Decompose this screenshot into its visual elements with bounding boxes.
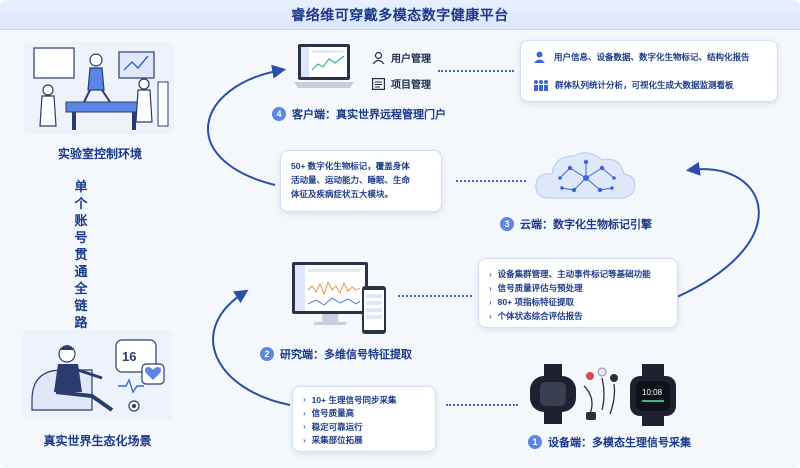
single-account-vertical-text: 单 个 账 号 贯 通 全 链 路 [69,178,93,331]
device-info-line-2: › 信号质量高 [303,407,425,421]
title-bar: 睿络维可穿戴多模态数字健康平台 [0,0,800,30]
device-info-line-4: › 采集部位拓展 [303,434,425,448]
cloud-connector-dots [456,180,526,182]
device-stage-label: 1 设备端：多模态生理信号采集 [528,434,691,450]
device-info-text-4: 采集部位拓展 [311,435,363,446]
research-info-line-4: › 个体状态综合评估报告 [489,309,667,323]
research-info-text-2: 信号质量评估与预处理 [497,283,583,293]
device-connector-dots [446,404,518,406]
group-icon [534,80,548,91]
vertical-char: 通 [74,264,88,279]
research-stage-label: 2 研究端：多维信号特征提取 [260,346,412,362]
lab-scene-image [24,42,174,134]
project-management-label: 项目管理 [391,80,431,91]
project-list-icon [372,77,385,90]
chevron-right-icon: › [489,283,492,293]
cloud-info-text-2: 活动量、运动能力、睡眠、生命 [291,175,411,185]
chevron-right-icon: › [489,269,492,279]
real-world-scene-image: 16 [22,330,172,420]
client-info-line-2: 群体队列统计分析，可视化生成大数据监测看板 [533,79,734,91]
device-info-text-1: 10+ 生理信号同步采集 [311,394,397,405]
arrow-device-to-research [212,289,291,406]
vertical-char: 单 [74,179,88,194]
client-info-text-2: 群体队列统计分析，可视化生成大数据监测看板 [555,80,734,90]
chevron-right-icon: › [303,435,306,445]
client-info-line-1: 用户信息、设备数据、数字化生物标记、结构化报告 [533,51,750,63]
lab-scene-label: 实验室控制环境 [57,147,142,161]
client-stage-text: 客户端：真实世界远程管理门户 [292,109,446,121]
device-info-text-3: 稳定可靠运行 [311,421,363,432]
arrow-cloud-to-client [207,64,287,186]
research-info-text-1: 设备集群管理、主动事件标记等基础功能 [497,269,651,279]
research-connector-dots [398,295,472,297]
chevron-right-icon: › [303,395,306,405]
research-info-line-2: › 信号质量评估与预处理 [489,281,667,295]
chevron-right-icon: › [489,311,492,321]
watch-time-text: 16 [122,349,136,364]
cloud-info-box: 50+ 数字化生物标记，覆盖身体 活动量、运动能力、睡眠、生命 体征及疾病症状五… [280,150,442,212]
cloud-stage-label: 3 云端：数字化生物标记引擎 [500,216,652,232]
client-stage-label: 4 客户端：真实世界远程管理门户 [272,106,446,122]
arrow-research-to-cloud [669,161,760,301]
device-info-line-3: › 稳定可靠运行 [303,420,425,434]
research-info-text-4: 个体状态综合评估报告 [497,311,583,321]
user-icon [372,51,385,64]
vertical-char: 账 [74,213,88,228]
research-stage-number: 2 [260,347,274,361]
chevron-right-icon: › [489,297,492,307]
cloud-info-text-3: 体征及疾病症状五大模块。 [291,189,394,199]
research-info-line-3: › 80+ 项指标特征提取 [489,295,667,309]
client-stage-number: 4 [272,107,286,121]
chevron-right-icon: › [303,422,306,432]
user-management-label: 用户管理 [391,54,431,65]
device-info-line-1: › 10+ 生理信号同步采集 [303,393,425,407]
vertical-char: 号 [74,230,88,245]
research-stage-text: 研究端：多维信号特征提取 [280,349,412,361]
svg-text:10:08: 10:08 [642,388,663,397]
research-info-text-3: 80+ 项指标特征提取 [497,297,574,307]
vertical-char: 贯 [74,247,88,262]
device-wearables-image: 10:08 [524,362,694,428]
chevron-right-icon: › [303,408,306,418]
research-devices-image [290,260,390,340]
cloud-stage-number: 3 [500,217,514,231]
research-info-line-1: › 设备集群管理、主动事件标记等基础功能 [489,267,667,281]
research-info-box: › 设备集群管理、主动事件标记等基础功能 › 信号质量评估与预处理 › 80+ 项指标… [478,258,678,328]
device-stage-number: 1 [528,435,542,449]
vertical-char: 链 [74,298,88,313]
vertical-char: 路 [74,315,88,330]
device-info-text-2: 信号质量高 [311,408,355,419]
page-title: 睿络维可穿戴多模态数字健康平台 [291,6,509,23]
vertical-char: 全 [74,281,88,296]
project-management-item[interactable]: 项目管理 [372,76,431,91]
cloud-stage-text: 云端：数字化生物标记引擎 [520,219,652,231]
client-info-box: 用户信息、设备数据、数字化生物标记、结构化报告 群体队列统计分析，可视化生成大数… [520,40,778,102]
person-icon [534,51,545,63]
real-world-scene-label: 真实世界生态化场景 [43,434,152,448]
client-laptop-image [292,42,356,94]
client-info-text-1: 用户信息、设备数据、数字化生物标记、结构化报告 [554,52,750,62]
client-connector-dots [438,70,514,72]
user-management-item[interactable]: 用户管理 [372,50,431,65]
cloud-info-text-1: 50+ 数字化生物标记，覆盖身体 [291,161,410,171]
vertical-char: 个 [74,196,88,211]
device-stage-text: 设备端：多模态生理信号采集 [548,437,691,449]
device-info-box: › 10+ 生理信号同步采集 › 信号质量高 › 稳定可靠运行 › 采集部位拓展 [292,386,436,452]
cloud-network-image [530,144,640,208]
